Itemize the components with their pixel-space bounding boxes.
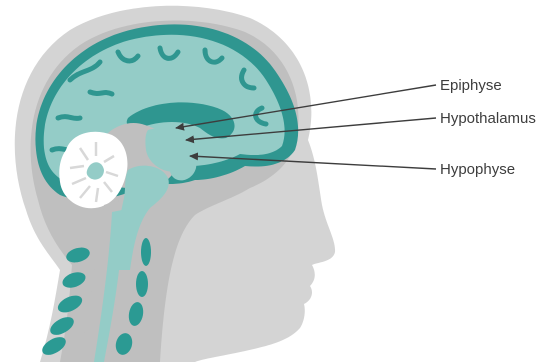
label-epiphyse: Epiphyse: [440, 77, 502, 95]
label-hypophyse: Hypophyse: [440, 161, 515, 179]
label-hypothalamus: Hypothalamus: [440, 110, 536, 128]
